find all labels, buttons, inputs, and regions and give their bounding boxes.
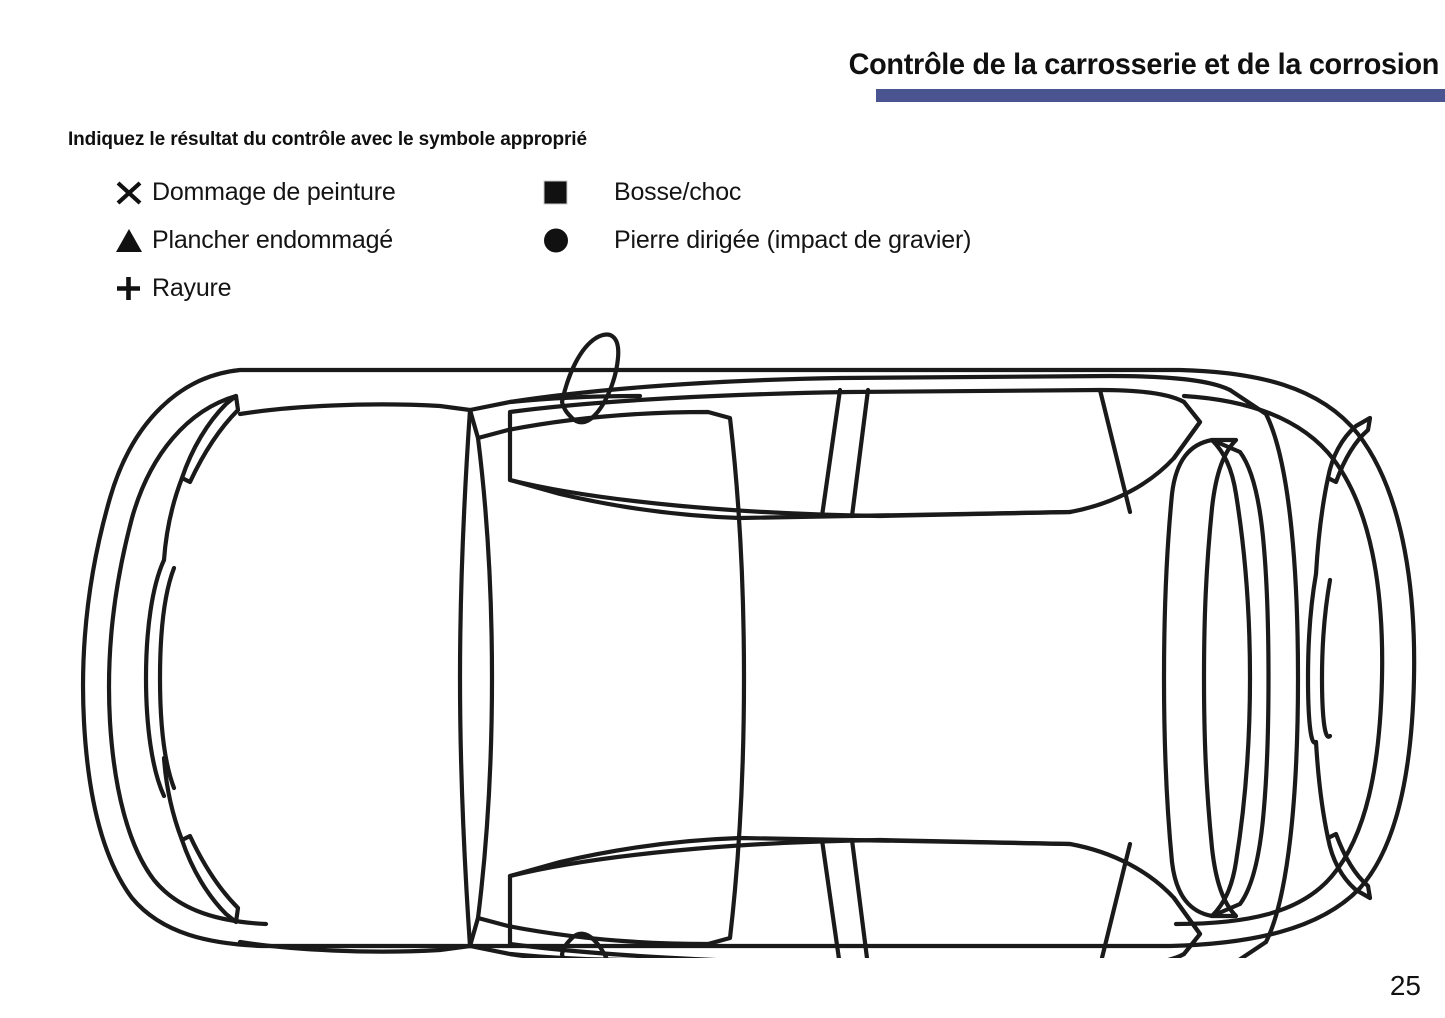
- rear-hatch-panel: [1227, 387, 1301, 958]
- symbol-legend: Dommage de peinture Bosse/choc Plancher …: [112, 168, 1112, 312]
- legend-item-dent: Bosse/choc: [540, 168, 741, 216]
- page-header: Contrôle de la carrosserie et de la corr…: [0, 0, 1445, 110]
- rear-window-glass-outer: [1161, 437, 1239, 919]
- door-gap-lower-a: [819, 837, 841, 958]
- instruction-text: Indiquez le résultat du contrôle avec le…: [68, 129, 587, 150]
- legend-item-label: Dommage de peinture: [152, 177, 396, 206]
- legend-row: Dommage de peinture Bosse/choc: [112, 168, 1112, 216]
- legend-item-label: Plancher endommagé: [152, 225, 393, 254]
- filled-square-icon: [540, 177, 576, 207]
- roof-edge-upper: [507, 373, 1233, 405]
- rear-quarter-lower: [1099, 841, 1133, 958]
- legend-item-stone-chip: Pierre dirigée (impact de gravier): [540, 216, 971, 264]
- front-bumper-inner-line: [106, 393, 269, 927]
- page-title: Contrôle de la carrosserie et de la corr…: [848, 48, 1440, 81]
- filled-triangle-icon: [112, 225, 148, 255]
- legend-item-scratch: Rayure: [112, 264, 232, 312]
- car-top-view-diagram[interactable]: [40, 318, 1440, 958]
- legend-item-label: Rayure: [152, 273, 232, 302]
- legend-row: Rayure: [112, 264, 1112, 312]
- page-number: 25: [1389, 970, 1421, 1001]
- rear-quarter-upper: [1097, 387, 1133, 515]
- rear-taillight-upper: [1325, 415, 1373, 485]
- side-mirror-upper: [559, 332, 621, 425]
- car-outline-svg: [80, 332, 1417, 958]
- front-headlight-lower: [179, 833, 241, 925]
- side-glass-upper-inner: [507, 477, 1073, 519]
- side-mirror-lower: [559, 931, 609, 958]
- x-mark-icon: [112, 177, 148, 207]
- hood-seam: [457, 407, 473, 949]
- legend-item-label: Pierre dirigée (impact de gravier): [614, 225, 972, 254]
- rear-taillight-lower-tip: [1313, 739, 1331, 841]
- front-fender-crease-upper-2: [157, 565, 177, 791]
- plus-mark-icon: [112, 273, 148, 303]
- rear-fender-crease-2: [1319, 577, 1333, 739]
- door-gap-upper-a: [819, 387, 843, 519]
- legend-item-floor-damage: Plancher endommagé: [112, 216, 393, 264]
- rear-taillight-lower: [1325, 831, 1373, 901]
- legend-row: Plancher endommagé Pierre dirigée (impac…: [112, 216, 1112, 264]
- filled-circle-icon: [540, 225, 576, 255]
- hood-outline: [237, 402, 495, 954]
- side-glass-lower-inner: [507, 837, 1073, 879]
- rear-fender-crease: [1305, 571, 1319, 745]
- rear-quarter-lower-tip: [1171, 895, 1203, 957]
- rear-window-glass: [1209, 437, 1271, 919]
- rear-bumper-inner-line: [1173, 393, 1385, 927]
- rear-quarter-upper-tip: [1171, 399, 1203, 461]
- legend-item-label: Bosse/choc: [614, 177, 742, 206]
- legend-item-paint-damage: Dommage de peinture: [112, 168, 396, 216]
- front-headlight-lower-tip: [161, 755, 185, 843]
- rear-taillight-upper-tip: [1313, 475, 1331, 577]
- door-gap-upper-b: [849, 387, 871, 519]
- front-headlight-upper-tip: [161, 475, 185, 563]
- door-gap-lower-b: [849, 837, 870, 958]
- front-headlight-upper: [179, 393, 241, 485]
- header-accent-rule: [876, 89, 1445, 102]
- front-fender-crease-upper: [143, 557, 167, 799]
- windshield-glass: [475, 409, 747, 947]
